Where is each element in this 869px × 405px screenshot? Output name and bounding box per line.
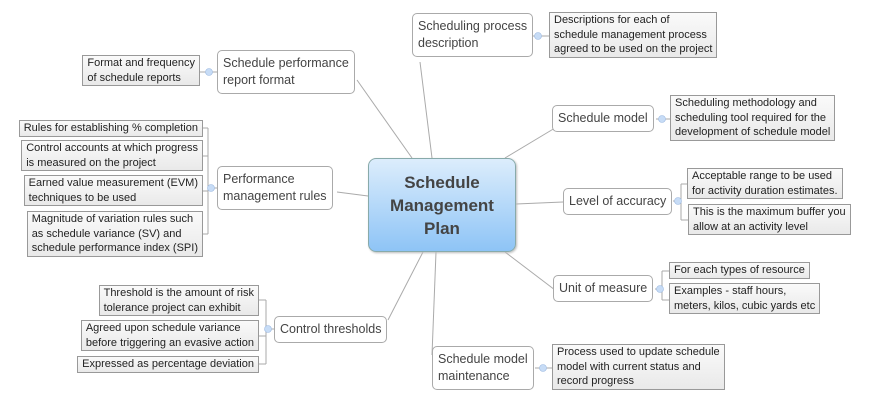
topic-control-thresholds[interactable]: Control thresholds [274,316,388,343]
detail-percentage-deviation[interactable]: Expressed as percentage deviation [77,356,259,373]
detail-unit-examples[interactable]: Examples - staff hours, meters, kilos, c… [669,283,821,314]
detail-unit-resource[interactable]: For each types of resource [669,262,810,279]
collapse-dot [534,32,542,40]
connector-schedule-model [504,127,556,159]
detail-report-format[interactable]: Format and frequency of schedule reports [82,55,200,86]
detail-variation-rules[interactable]: Magnitude of variation rules such as sch… [26,211,203,257]
detail-model-maintenance[interactable]: Process used to update schedule model wi… [552,344,725,390]
detail-completion-rules[interactable]: Rules for establishing % completion [18,120,203,137]
topic-report-format[interactable]: Schedule performance report format [217,50,355,94]
connector-process-description [419,61,433,159]
topic-process-description[interactable]: Scheduling process description [412,13,534,57]
collapse-dot [658,115,666,123]
topic-unit-of-measure[interactable]: Unit of measure [553,275,654,302]
collapse-dot [207,184,215,192]
detail-accuracy-range[interactable]: Acceptable range to be used for activity… [687,168,843,199]
detail-schedule-model[interactable]: Scheduling methodology and scheduling to… [670,95,836,141]
detail-evm-techniques[interactable]: Earned value measurement (EVM) technique… [23,175,203,206]
collapse-dot [264,325,272,333]
topic-model-maintenance[interactable]: Schedule model maintenance [432,346,534,390]
topic-schedule-model[interactable]: Schedule model [552,105,654,132]
detail-control-accounts[interactable]: Control accounts at which progress is me… [21,140,203,171]
detail-schedule-variance[interactable]: Agreed upon schedule variance before tri… [80,320,259,351]
central-topic[interactable]: Schedule Management Plan [368,158,516,252]
detail-accuracy-buffer[interactable]: This is the maximum buffer you allow at … [688,204,851,235]
connector-model-maintenance [431,251,437,356]
topic-performance-rules[interactable]: Performance management rules [217,166,333,210]
connector-level-accuracy [515,201,564,205]
connector-unit-measure [504,251,556,291]
collapse-dot [656,285,664,293]
collapse-dot [674,197,682,205]
connector-report-format [356,79,413,159]
collapse-dots [205,32,682,372]
connector-control-thresholds [387,251,424,321]
connector-performance-rules [336,191,369,197]
collapse-dot [539,364,547,372]
collapse-dot [205,68,213,76]
topic-level-of-accuracy[interactable]: Level of accuracy [563,188,673,215]
detail-risk-threshold[interactable]: Threshold is the amount of risk toleranc… [98,285,259,316]
detail-process-description[interactable]: Descriptions for each of schedule manage… [549,12,718,58]
